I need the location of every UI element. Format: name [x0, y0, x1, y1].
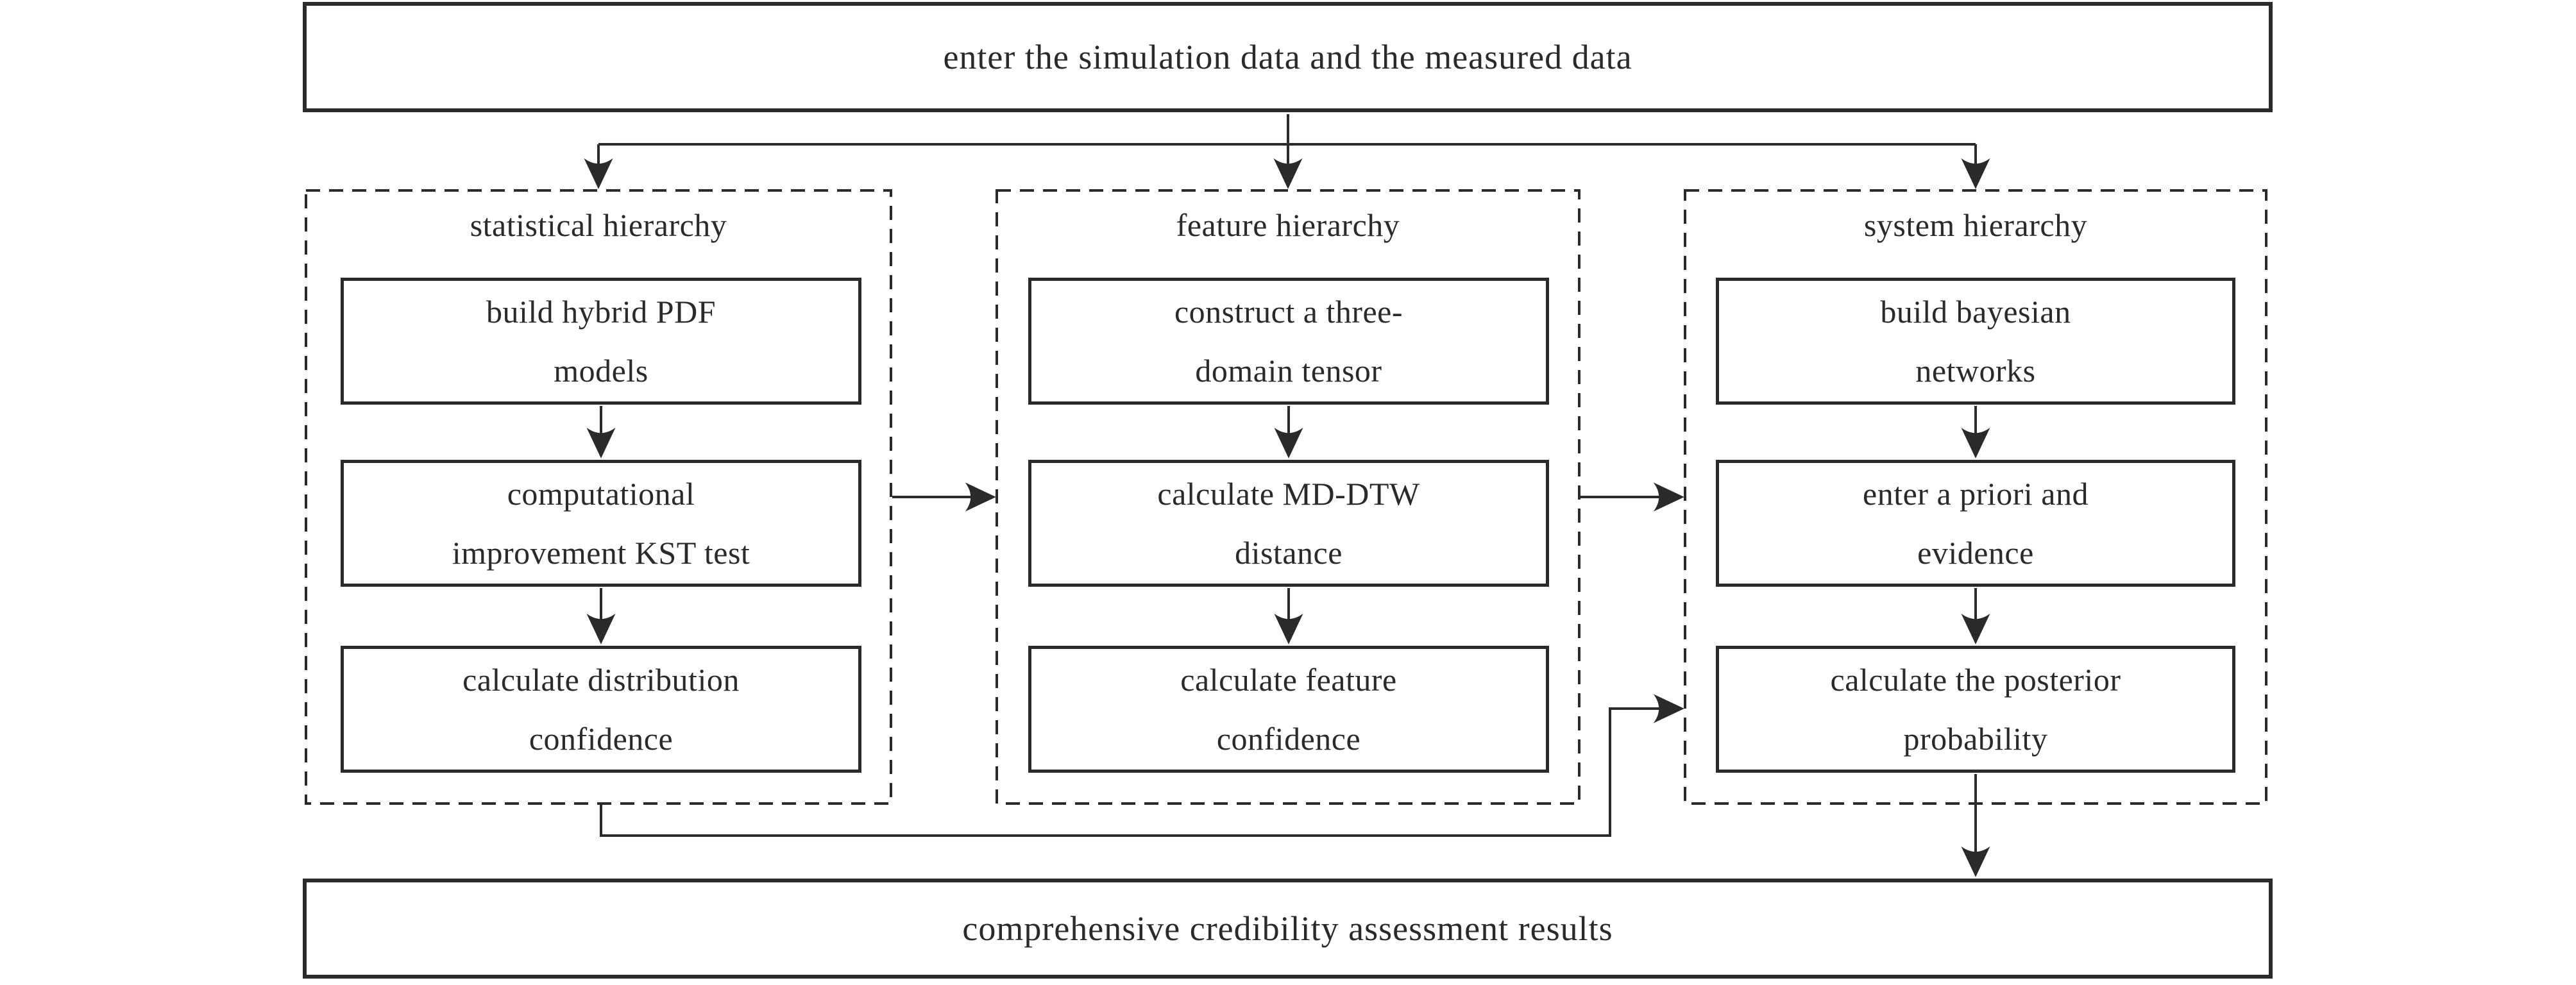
box-text-line: computational: [507, 476, 695, 512]
box-calculate-distribution-confidence: calculate distribution confidence: [341, 646, 861, 773]
box-computational-improvement-kst-test: computational improvement KST test: [341, 460, 861, 587]
box-text-line: probability: [1903, 721, 2048, 757]
box-build-bayesian-networks: build bayesian networks: [1716, 278, 2235, 405]
box-text-line: calculate the posterior: [1830, 662, 2121, 698]
box-calculate-posterior-probability: calculate the posterior probability: [1716, 646, 2235, 773]
statistical-hierarchy-frame: [305, 189, 892, 805]
box-calculate-feature-confidence: calculate feature confidence: [1028, 646, 1549, 773]
box-text-line: evidence: [1917, 535, 2034, 571]
box-text-line: improvement KST test: [452, 535, 750, 571]
box-calculate-md-dtw-distance: calculate MD-DTW distance: [1028, 460, 1549, 587]
system-hierarchy-title: system hierarchy: [1863, 207, 2088, 243]
feature-hierarchy-title: feature hierarchy: [1176, 207, 1400, 243]
results-label: comprehensive credibility assessment res…: [962, 909, 1613, 948]
results-box: comprehensive credibility assessment res…: [303, 879, 2273, 979]
box-text-line: confidence: [1216, 721, 1361, 757]
box-text-line: models: [554, 353, 648, 389]
feature-hierarchy-frame: [996, 189, 1580, 805]
box-text-line: calculate MD-DTW: [1157, 476, 1420, 512]
input-data-box: enter the simulation data and the measur…: [303, 2, 2273, 112]
box-construct-three-domain-tensor: construct a three- domain tensor: [1028, 278, 1549, 405]
box-text-line: calculate distribution: [462, 662, 740, 698]
input-data-label: enter the simulation data and the measur…: [943, 38, 1632, 76]
box-text-line: calculate feature: [1180, 662, 1397, 698]
box-text-line: construct a three-: [1174, 294, 1403, 330]
box-text-line: build hybrid PDF: [486, 294, 716, 330]
box-text-line: networks: [1915, 353, 2036, 389]
statistical-hierarchy-title: statistical hierarchy: [470, 207, 727, 243]
box-text-line: domain tensor: [1195, 353, 1382, 389]
box-build-hybrid-pdf-models: build hybrid PDF models: [341, 278, 861, 405]
box-text-line: distance: [1235, 535, 1343, 571]
connector-elbow-to-posterior: [600, 694, 1684, 837]
box-enter-a-priori-and-evidence: enter a priori and evidence: [1716, 460, 2235, 587]
box-text-line: build bayesian: [1880, 294, 2071, 330]
box-text-line: enter a priori and: [1863, 476, 2089, 512]
box-text-line: confidence: [529, 721, 674, 757]
